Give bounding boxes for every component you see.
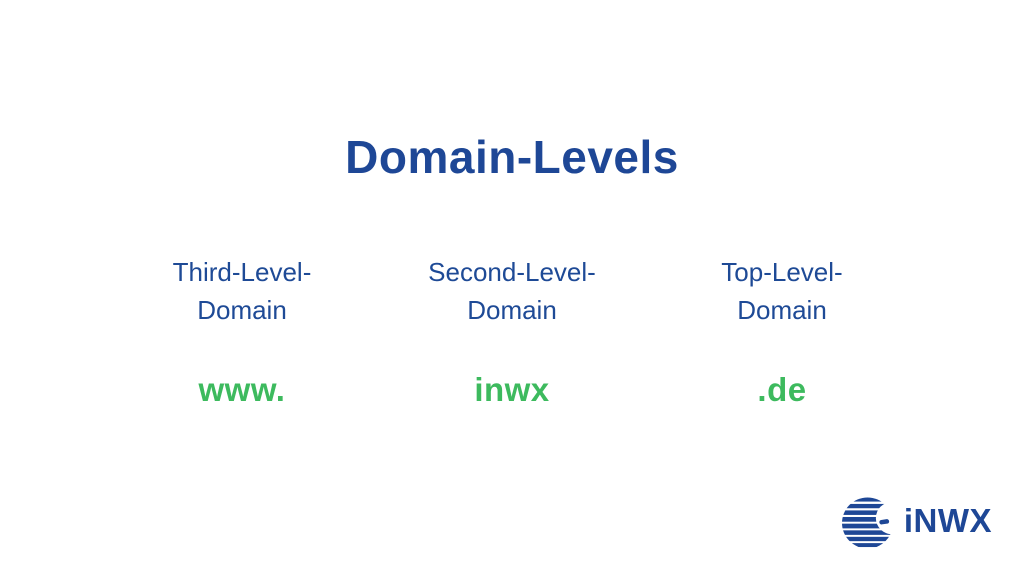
column-top-level: Top-Level- Domain .de bbox=[667, 253, 897, 409]
second-level-label: Second-Level- Domain bbox=[397, 253, 627, 329]
second-level-label-line1: Second-Level- bbox=[428, 257, 596, 288]
top-level-label: Top-Level- Domain bbox=[667, 253, 897, 329]
domain-columns: Third-Level- Domain www. Second-Level- D… bbox=[0, 253, 1024, 409]
top-level-value: .de bbox=[757, 371, 807, 409]
inwx-logo: iNWX bbox=[841, 493, 992, 551]
third-level-label: Third-Level- Domain bbox=[127, 253, 357, 329]
third-level-value: www. bbox=[198, 371, 286, 409]
column-second-level: Second-Level- Domain inwx bbox=[397, 253, 627, 409]
column-third-level: Third-Level- Domain www. bbox=[127, 253, 357, 409]
third-level-label-line1: Third-Level- bbox=[172, 257, 312, 288]
logo-text: iNWX bbox=[903, 501, 992, 539]
third-level-label-line2: Domain bbox=[197, 295, 287, 326]
striped-globe-icon bbox=[841, 497, 897, 548]
second-level-value: inwx bbox=[474, 371, 550, 409]
top-level-label-line1: Top-Level- bbox=[721, 257, 843, 288]
second-level-label-line2: Domain bbox=[467, 295, 557, 326]
page-title: Domain-Levels bbox=[345, 131, 679, 183]
top-level-label-line2: Domain bbox=[737, 295, 827, 326]
